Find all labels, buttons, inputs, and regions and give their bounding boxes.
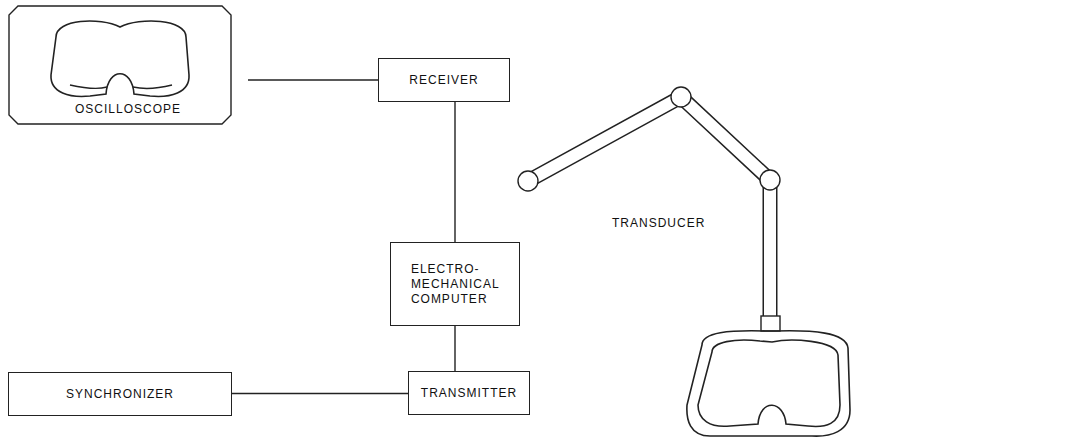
synchronizer-box: SYNCHRONIZER [8, 372, 232, 416]
block-label: TRANSMITTER [421, 386, 517, 401]
signal-line [248, 79, 378, 80]
body-cross-section [687, 331, 850, 436]
block-label: RECEIVER [409, 73, 478, 88]
block-label: ELECTRO- MECHANICAL COMPUTER [411, 262, 499, 307]
block-label: SYNCHRONIZER [66, 387, 174, 402]
oscilloscope-screen: OSCILLOSCOPE [8, 5, 248, 125]
transducer-arm [518, 87, 780, 331]
signal-line [454, 326, 455, 371]
receiver-box: RECEIVER [378, 58, 510, 102]
device-label: OSCILLOSCOPE [8, 102, 248, 117]
signal-line [454, 102, 455, 242]
computer-box: ELECTRO- MECHANICAL COMPUTER [390, 242, 520, 326]
signal-line [232, 393, 408, 394]
transmitter-box: TRANSMITTER [408, 371, 530, 415]
part-label: TRANSDUCER [612, 216, 705, 230]
